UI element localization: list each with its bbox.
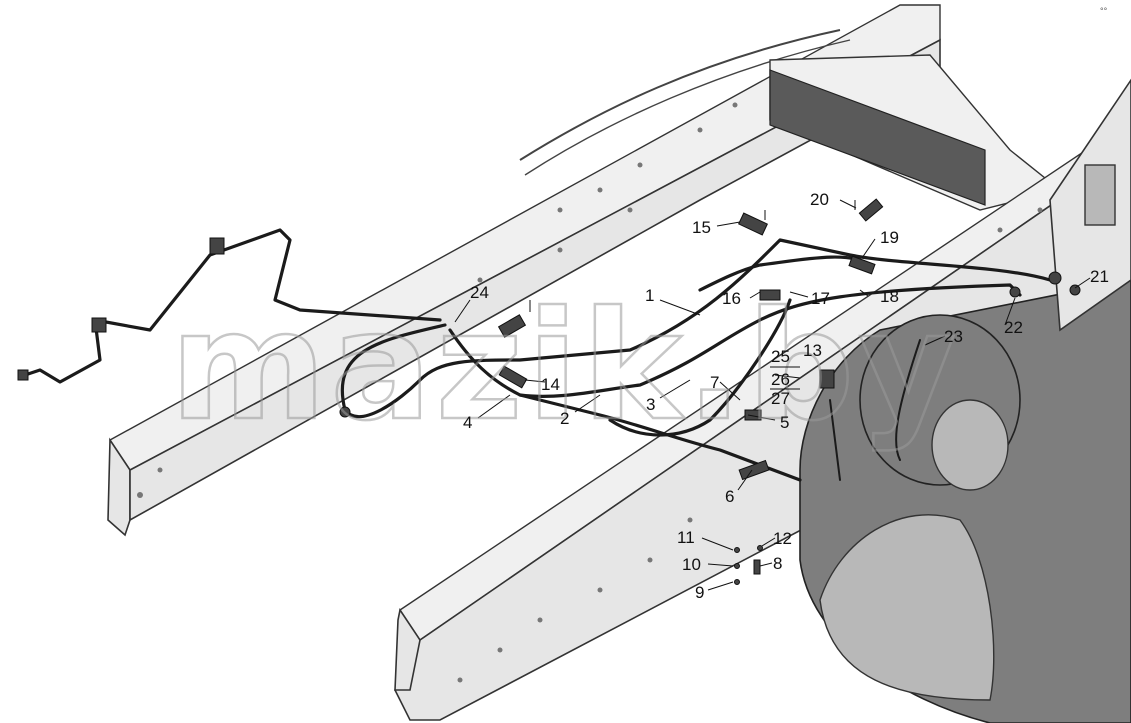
callout-26: 26: [771, 370, 790, 389]
fittings-and-clamps: [339, 198, 1081, 585]
callout-21: 21: [1090, 267, 1109, 286]
fuel-lines: [340, 238, 1052, 482]
callout-6: 6: [725, 487, 734, 506]
callout-14: 14: [541, 375, 560, 394]
callout-11: 11: [677, 528, 695, 547]
callout-2: 2: [560, 409, 569, 428]
cross-member: [769, 54, 1062, 211]
callout-27: 27: [771, 389, 790, 408]
callout-20: 20: [810, 190, 829, 209]
callout-19: 19: [880, 228, 899, 247]
callout-10: 10: [682, 555, 701, 574]
callout-15: 15: [692, 218, 711, 237]
callout-5: 5: [780, 413, 789, 432]
right-frame-rail: [394, 119, 1131, 721]
callout-24: 24: [470, 283, 489, 302]
callout-18: 18: [880, 287, 899, 306]
corner-mark: °°: [1100, 6, 1108, 16]
frame-holes: [137, 102, 1043, 683]
front-fuel-pipe: [17, 228, 442, 384]
callout-23: 23: [944, 327, 963, 346]
callout-17: 17: [811, 289, 830, 308]
callout-9: 9: [695, 583, 704, 602]
callout-13: 13: [803, 341, 822, 360]
callout-labels: 1 2 3 4 5 6 7 8 9 10 11 12 13 14 15 16 1…: [463, 190, 1109, 602]
callout-8: 8: [773, 554, 782, 573]
callout-22: 22: [1004, 318, 1023, 337]
fuel-tank: [799, 78, 1131, 723]
callout-12: 12: [773, 529, 792, 548]
tank-bracket: [1084, 164, 1116, 226]
callout-underlines: [770, 366, 800, 390]
callout-3: 3: [646, 395, 655, 414]
callout-25: 25: [771, 347, 790, 366]
callout-16: 16: [722, 289, 741, 308]
leader-lines: [454, 199, 1091, 591]
callout-1: 1: [645, 286, 654, 305]
callout-7: 7: [710, 373, 719, 392]
callout-4: 4: [463, 413, 472, 432]
watermark-text: mazik.by: [170, 280, 960, 454]
